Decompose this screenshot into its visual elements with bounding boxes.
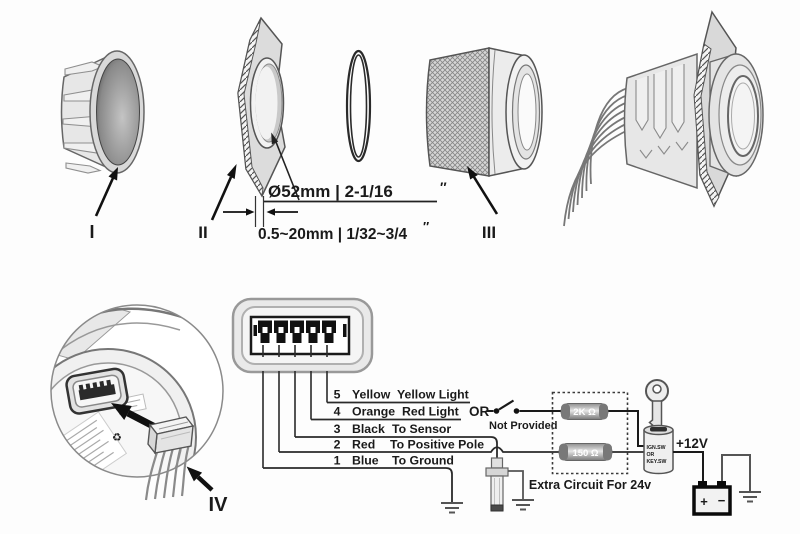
part-i-label: I [89,222,94,242]
ground-symbol-blue-wire [441,502,463,514]
ignition-switch-text-1: IGN.SW [647,445,666,451]
svg-text:To Positive Pole: To Positive Pole [390,438,484,452]
svg-text:3: 3 [334,422,341,436]
o-ring [345,49,372,163]
sensor-branch [485,457,534,512]
svg-text:To Ground: To Ground [392,454,454,468]
wire-row-2: 2 Red To Positive Pole [279,438,644,453]
arrow-iv-icon [186,466,203,482]
extra-circuit-label: Extra Circuit For 24v [529,478,651,492]
or-switch: OR Not Provided [469,399,561,432]
part-ii-label: II [198,223,207,242]
svg-text:Black: Black [352,422,385,436]
connector-wire-drops [262,345,328,468]
wire-row-4: 4 Orange Red Light [311,405,461,421]
part-ii-callout: II [198,164,237,242]
arrow-iii-icon [467,166,478,180]
assembled-gauge [563,10,764,227]
supply-label: +12V [676,436,708,451]
wire-row-5: 5 Yellow Yellow Light [327,388,470,404]
extra-circuit: 2K Ω 150 Ω Extra Circuit For 24v [529,391,651,492]
switch-contact-left [493,408,500,414]
svg-text:To Sensor: To Sensor [392,422,451,436]
ground-symbol-sensor [512,499,534,511]
arrow-ii-icon [227,164,237,179]
wire-row-1: 1 Blue To Ground [263,454,454,503]
recycle-icon: ♻ [112,432,122,444]
part-ii-mounting-panel [237,16,286,198]
ignition-switch: IGN.SW OR KEY.SW [643,379,674,475]
svg-text:1: 1 [334,454,341,468]
connector-pins [258,320,336,343]
ignition-switch-text-2: OR [647,452,655,458]
or-label: OR [469,404,490,419]
svg-text:Yellow: Yellow [352,388,391,402]
part-i-spin-nut [60,50,145,174]
hole-diameter-text: Ø52mm | 2-1/16 [268,182,393,201]
sensor-probe [485,457,509,512]
socket-arrow-icon [111,403,132,420]
svg-text:Orange: Orange [352,405,395,419]
connector-pinout [231,297,374,468]
battery-minus: − [718,493,726,508]
svg-text:5: 5 [334,388,341,402]
switch-note: Not Provided [489,420,557,432]
resistor-2k: 2K Ω [560,403,609,420]
arrow-i-icon [108,167,118,181]
power-circuit: +12V + − [441,436,761,516]
part-iv-plug [144,416,195,501]
thickness-arrow-right-icon [266,208,275,216]
svg-text:Red: Red [352,438,375,452]
svg-text:2: 2 [334,438,341,452]
ground-symbol-battery [739,491,761,503]
part-iii-threaded-body [425,47,543,177]
svg-text:Blue: Blue [352,454,379,468]
svg-text:Red Light: Red Light [402,405,459,419]
ignition-switch-text-3: KEY.SW [647,459,667,465]
gauge-wires [563,87,629,227]
diameter-leader-arrow-icon [271,132,279,145]
battery: + − [692,481,732,516]
resistor-150: 150 Ω [558,443,613,461]
resistor-150-label: 150 Ω [572,448,598,459]
diameter-dimension: Ø52mm | 2-1/16 ″ [264,132,447,203]
hole-diameter-unit: ″ [440,179,447,195]
panel-thickness-text: 0.5~20mm | 1/32~3/4 [258,226,407,243]
panel-thickness-unit: ″ [423,219,429,234]
gauge-back-detail: ♻ [50,304,224,478]
wire-list: 5 Yellow Yellow Light 4 Orange Red Light… [263,388,644,503]
extra-circuit-box [551,391,629,475]
part-iv-callout: IV [186,466,229,516]
part-iv-label: IV [209,494,229,516]
svg-text:Yellow Light: Yellow Light [397,388,469,402]
part-i-callout: I [89,167,118,242]
part-iii-callout: III [467,166,499,242]
resistor-2k-label: 2K Ω [573,407,596,418]
svg-text:4: 4 [334,405,341,419]
gauge-socket [65,367,129,415]
thickness-dimension: 0.5~20mm | 1/32~3/4 ″ [223,196,429,243]
ignition-key-icon [645,379,669,434]
part-iii-label: III [482,223,496,242]
thickness-arrow-left-icon [246,208,255,216]
battery-plus: + [700,494,708,509]
switch-lever [498,399,515,411]
switch-contact-right [513,408,520,414]
wire-row-3: 3 Black To Sensor [295,422,498,458]
